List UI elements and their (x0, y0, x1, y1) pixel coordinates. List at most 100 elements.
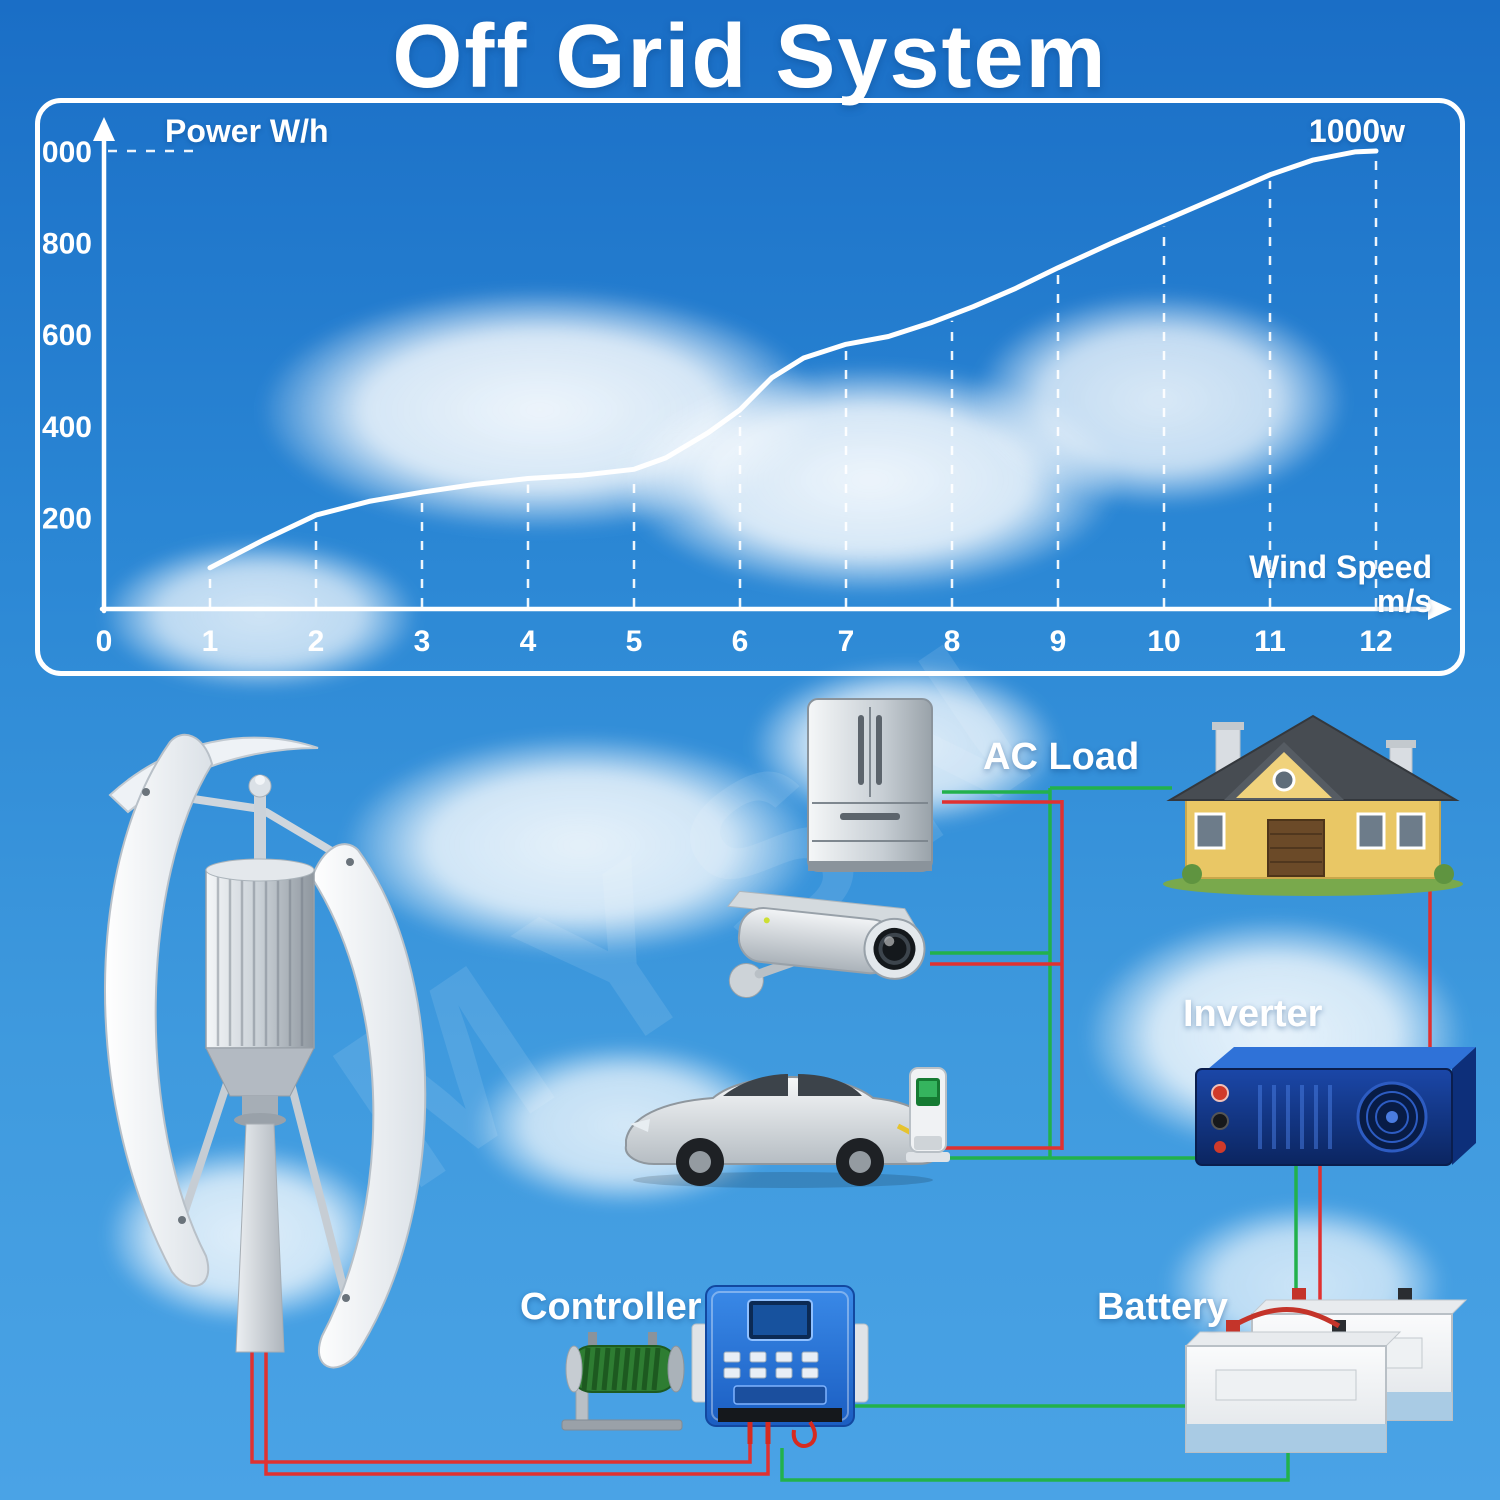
x-tick-label: 0 (96, 625, 113, 658)
resistor-terminal (588, 1332, 597, 1348)
car-headlight (630, 1119, 650, 1132)
bush (1182, 864, 1202, 884)
inverter (1195, 1047, 1476, 1166)
battery-terminal-positive (1292, 1288, 1306, 1302)
resistor-end-cap (667, 1345, 685, 1393)
x-tick-label: 1 (202, 625, 219, 658)
turbine-bolts (142, 788, 354, 1302)
inverter-side-face (1452, 1047, 1476, 1165)
battery-label (1215, 1369, 1357, 1401)
inverter-terminal (1214, 1141, 1226, 1153)
chimney-cap (1212, 722, 1244, 730)
chimney-cap (1386, 740, 1416, 748)
camera-mount-plate (728, 963, 764, 999)
turbine-cone (205, 1047, 315, 1097)
turbine-neck (242, 1096, 278, 1118)
y-tick-label: 1000 (42, 136, 92, 169)
x-tick-label: 3 (414, 625, 431, 658)
x-tick-label: 10 (1147, 625, 1180, 658)
inverter-label: Inverter (1183, 993, 1323, 1035)
y-axis-arrow (93, 117, 115, 141)
y-tick-label: 200 (42, 502, 92, 535)
turbine-pole (235, 1123, 285, 1353)
refrigerator (807, 698, 933, 872)
car-wheel-hub (849, 1151, 871, 1173)
x-tick-label: 5 (626, 625, 643, 658)
resistor-base (561, 1419, 683, 1431)
fridge-handle (876, 715, 882, 785)
charge-controller (691, 1285, 869, 1448)
charger-screen-inner (919, 1081, 937, 1097)
fridge-kickplate (808, 861, 932, 871)
car-window-front (723, 1074, 788, 1096)
garage-door-panels (1270, 833, 1322, 863)
camera-led (763, 917, 770, 924)
y-tick-label: 600 (42, 319, 92, 352)
fan-ring (1366, 1091, 1418, 1143)
fan-hub (1386, 1111, 1398, 1123)
turbine-blade-right (310, 843, 427, 1369)
house-window (1356, 812, 1386, 850)
x-tick-label: 4 (520, 625, 537, 658)
battery-jumper-cable (1231, 1307, 1341, 1329)
fan-ring (1375, 1100, 1409, 1134)
house-window (1194, 812, 1226, 850)
turbine-drum-cap (205, 858, 315, 882)
cctv-camera (727, 890, 926, 999)
house (1163, 714, 1463, 896)
car-window-rear (798, 1074, 862, 1096)
fridge-handle (858, 715, 864, 785)
resistor-coil-turns (581, 1347, 661, 1391)
battery-label: Battery (1097, 1286, 1228, 1328)
bush (1434, 864, 1454, 884)
car-wheel-hub (689, 1151, 711, 1173)
battery-terminal-negative (1398, 1288, 1412, 1302)
charger-base (906, 1152, 950, 1162)
charger-nozzle-holder (914, 1136, 942, 1150)
resistor-end-cap (565, 1345, 583, 1393)
dump-load-resistor (561, 1332, 685, 1431)
power-curve-chart: 01234567891011121000800600400200 Power W… (35, 98, 1465, 676)
turbine-generator-drum (205, 869, 315, 1049)
x-axis-arrow (1428, 598, 1452, 620)
turbine-blade-left (104, 733, 214, 1287)
inverter-terminal-negative (1211, 1112, 1229, 1130)
garage-door (1267, 819, 1325, 877)
wind-speed-axis-label: Wind Speed m/s (1249, 549, 1432, 619)
battery-bank (1184, 1288, 1468, 1453)
gable-window (1272, 768, 1296, 792)
wind-speed-label-line1: Wind Speed (1249, 549, 1432, 585)
battery-top-face (1184, 1331, 1402, 1347)
ac-load-label: AC Load (983, 736, 1140, 778)
turbine-drum-ribs (216, 872, 304, 1046)
power-curve (207, 148, 1379, 571)
controller-buttons (723, 1351, 819, 1379)
page-title: Off Grid System (392, 7, 1108, 107)
battery-front (1184, 1307, 1402, 1453)
turbine-hub-cap (255, 775, 265, 785)
battery-base-strip (1186, 1424, 1386, 1452)
controller-nameplate (733, 1385, 827, 1405)
wind-speed-label-line2: m/s (1376, 582, 1432, 619)
x-tick-label: 9 (1050, 625, 1067, 658)
x-tick-label: 2 (308, 625, 325, 658)
y-tick-label: 800 (42, 228, 92, 261)
inverter-top-face (1208, 1047, 1476, 1069)
inverter-vents (1258, 1085, 1332, 1149)
controller-terminal-block (718, 1408, 842, 1422)
resistor-terminal (648, 1332, 657, 1348)
x-tick-label: 6 (732, 625, 749, 658)
inverter-terminal-positive (1211, 1084, 1229, 1102)
wind-turbine (104, 733, 427, 1369)
house-window (1396, 812, 1426, 850)
car-shadow (633, 1172, 933, 1188)
x-tick-label: 7 (838, 625, 855, 658)
turbine-shaft (254, 788, 266, 876)
max-power-label: 1000w (1308, 113, 1405, 149)
x-tick-label: 12 (1359, 625, 1392, 658)
fridge-drawer-handle (840, 813, 900, 820)
turbine-arm (280, 1052, 350, 1302)
electric-car (624, 1067, 950, 1188)
power-curve-plot: 01234567891011121000800600400200 (42, 117, 1452, 658)
